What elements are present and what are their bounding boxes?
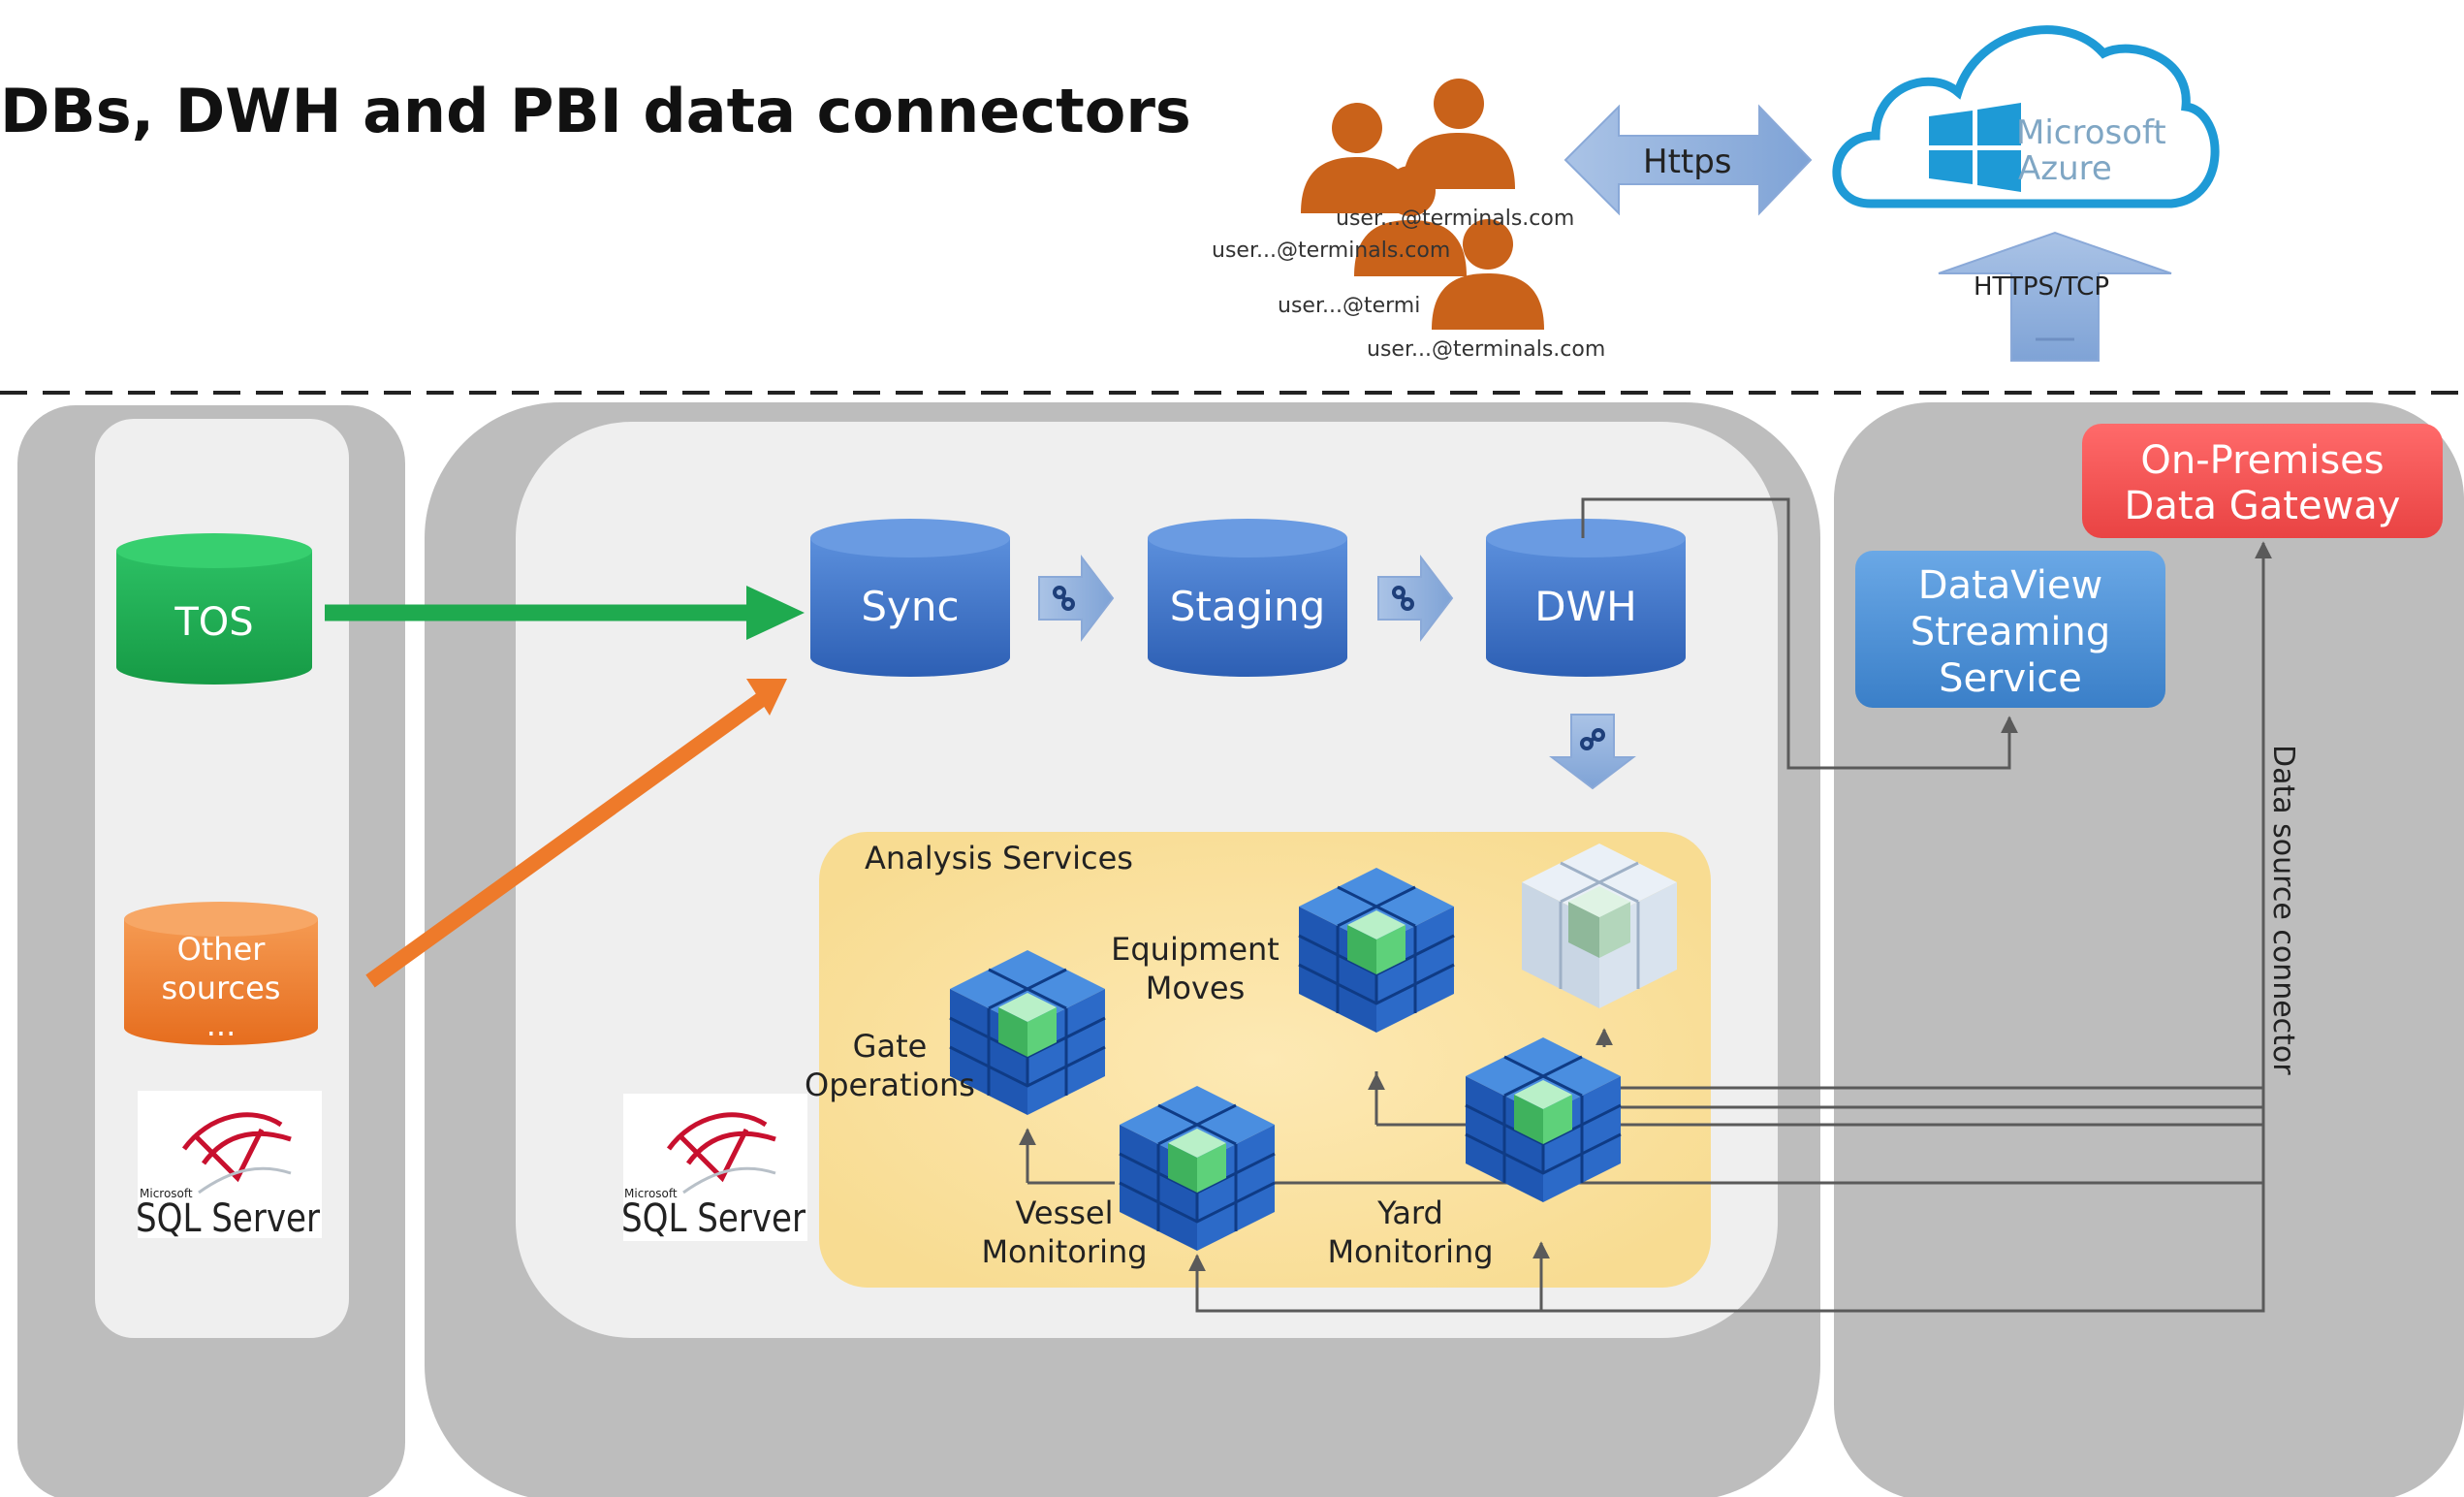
user-email: user...@terminals.com	[1212, 239, 1450, 263]
vessel-monitoring-label: Monitoring	[981, 1233, 1147, 1270]
https-tcp-arrow	[1938, 231, 2172, 362]
other-sources-label: sources	[162, 970, 281, 1006]
vessel-monitoring-label: Vessel	[1015, 1194, 1113, 1231]
other-to-sync-arrow	[365, 679, 787, 988]
equipment-moves-label: Moves	[1146, 970, 1245, 1006]
on-premises-gateway-label: Data Gateway	[2125, 484, 2401, 528]
sql-server-small-label: Microsoft	[624, 1187, 678, 1200]
sql-server-small-label: Microsoft	[140, 1187, 193, 1200]
yard-monitoring-label: Monitoring	[1327, 1233, 1493, 1270]
equipment-moves-label: Equipment	[1111, 931, 1279, 968]
page-title: DBs, DWH and PBI data connectors	[0, 76, 1191, 146]
https-tcp-label: HTTPS/TCP	[1974, 272, 2109, 302]
sql-server-label: SQL Server	[136, 1196, 320, 1241]
https-arrow	[1564, 104, 1813, 216]
on-premises-gateway-label: On-Premises	[2140, 438, 2384, 483]
connector-lines	[1019, 497, 2272, 1313]
other-sources-database	[124, 902, 318, 1045]
analysis-services-title: Analysis Services	[865, 840, 1133, 876]
tos-database	[116, 533, 312, 685]
user-email: user...@terminals.com	[1367, 337, 1605, 362]
staging-database	[1148, 519, 1347, 677]
sql-server-logo	[138, 1091, 322, 1238]
sync-label: Sync	[861, 583, 959, 630]
tos-label: TOS	[174, 600, 253, 645]
users-icon	[1301, 79, 1544, 330]
user-email: user...@termi	[1278, 294, 1420, 318]
tos-to-sync-arrow	[325, 586, 805, 640]
sql-server-label: SQL Server	[621, 1196, 806, 1241]
sql-server-logo	[623, 1094, 807, 1241]
yard-monitoring-label: Yard	[1376, 1194, 1443, 1231]
dataview-streaming-label: Service	[1939, 656, 2082, 701]
sync-database	[810, 519, 1010, 677]
dataview-streaming-label: Streaming	[1911, 610, 2111, 654]
data-source-connector-label: Data source connector	[2266, 745, 2300, 1075]
azure-brand-small: Microsoft	[2016, 113, 2166, 152]
other-sources-label: ...	[206, 1006, 237, 1043]
gate-operations-label: Gate	[853, 1028, 928, 1065]
on-premises-gateway-box	[2082, 424, 2443, 538]
tabular-model-cube-icon	[1522, 844, 1677, 1008]
staging-label: Staging	[1170, 583, 1325, 630]
https-label: Https	[1643, 143, 1732, 181]
windows-logo-icon	[1929, 103, 2021, 192]
dataview-streaming-box	[1855, 551, 2165, 708]
dataview-streaming-label: DataView	[1918, 563, 2102, 608]
user-email: user...@terminals.com	[1336, 207, 1574, 231]
dwh-database	[1486, 519, 1686, 677]
dwh-label: DWH	[1534, 583, 1636, 630]
other-sources-label: Other	[177, 931, 267, 968]
gate-operations-label: Operations	[805, 1067, 975, 1103]
azure-brand: Azure	[2018, 149, 2112, 188]
